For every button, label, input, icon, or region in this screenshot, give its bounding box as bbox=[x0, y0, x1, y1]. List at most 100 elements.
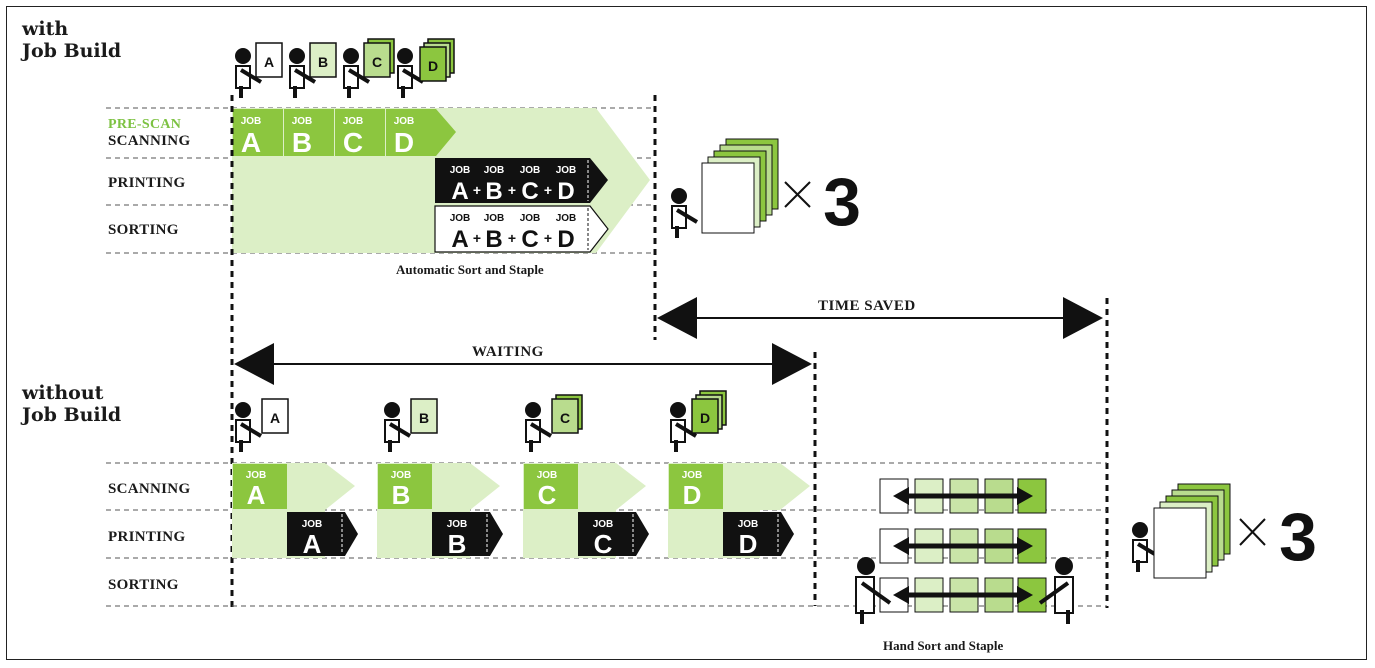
svg-text:+: + bbox=[544, 182, 552, 198]
top-sort-labels: JOB A JOB B JOB C JOB D + + + bbox=[450, 213, 577, 253]
doc-letter: B bbox=[318, 54, 328, 70]
job-word: JOB bbox=[593, 519, 614, 530]
bottom-print-labels: JOB A JOB B JOB C JOB D bbox=[302, 519, 759, 559]
bottom-scan-jobs bbox=[233, 464, 723, 509]
sort-row-2 bbox=[879, 528, 1047, 564]
operator-a: A bbox=[233, 42, 283, 100]
job-letter: D bbox=[557, 178, 574, 205]
top-scan-job-c bbox=[335, 109, 385, 156]
top-scan-job-b bbox=[284, 109, 334, 156]
job-word: JOB bbox=[246, 470, 267, 481]
scanning-label: SCANNING bbox=[108, 133, 191, 149]
job-word: JOB bbox=[537, 470, 558, 481]
svg-text:+: + bbox=[508, 230, 516, 246]
job-letter: A bbox=[303, 529, 322, 559]
job-word: JOB bbox=[241, 116, 262, 127]
doc-letter: D bbox=[428, 58, 438, 74]
job-letter: D bbox=[557, 226, 574, 253]
job-word: JOB bbox=[484, 165, 505, 176]
job-letter: C bbox=[594, 529, 613, 559]
title-line-1: with bbox=[22, 18, 69, 40]
job-letter: B bbox=[485, 178, 502, 205]
top-operators: A B C D bbox=[233, 38, 455, 100]
operator-d: D bbox=[395, 38, 455, 100]
job-letter: C bbox=[521, 226, 538, 253]
pre-scan-label: PRE-SCAN bbox=[108, 117, 182, 132]
sort-row-3 bbox=[879, 577, 1047, 613]
job-letter: D bbox=[394, 127, 414, 158]
doc-letter: C bbox=[372, 54, 382, 70]
bottom-operator-b: B bbox=[382, 398, 438, 454]
bottom-print-jobs bbox=[287, 512, 794, 556]
doc-letter: A bbox=[270, 410, 280, 426]
top-scan-job-d bbox=[386, 109, 436, 156]
bottom-operator-c: C bbox=[523, 394, 583, 454]
job-letter: B bbox=[448, 529, 467, 559]
waiting-arrow bbox=[234, 343, 812, 385]
job-word: JOB bbox=[343, 116, 364, 127]
top-print-labels: JOB A JOB B JOB C JOB D + + + bbox=[450, 165, 577, 205]
job-letter: D bbox=[683, 480, 702, 510]
bottom-operator-a: A bbox=[233, 398, 289, 454]
bottom-operators: A B C D bbox=[233, 390, 727, 454]
job-word: JOB bbox=[394, 116, 415, 127]
job-word: JOB bbox=[450, 165, 471, 176]
operator-c: C bbox=[341, 38, 395, 100]
job-word: JOB bbox=[556, 165, 577, 176]
bottom-scan-labels: JOB A JOB B JOB C JOB D bbox=[246, 470, 703, 510]
svg-text:+: + bbox=[508, 182, 516, 198]
doc-letter: C bbox=[560, 410, 570, 426]
operator-b: B bbox=[287, 42, 337, 100]
job-word: JOB bbox=[447, 519, 468, 530]
job-letter: A bbox=[451, 178, 468, 205]
sort-operator-left bbox=[855, 557, 892, 624]
diagram-frame bbox=[6, 6, 1367, 660]
sort-operator-right bbox=[1038, 557, 1074, 624]
title-line-2: Job Build bbox=[22, 40, 122, 62]
time-saved-label: TIME SAVED bbox=[818, 298, 916, 314]
job-letter: B bbox=[292, 127, 312, 158]
job-letter: A bbox=[451, 226, 468, 253]
job-word: JOB bbox=[484, 213, 505, 224]
job-letter: A bbox=[247, 480, 266, 510]
without-job-build-title: without Job Build bbox=[22, 382, 121, 426]
top-scan-labels: JOB A JOB B JOB C JOB D bbox=[241, 116, 415, 158]
job-word: JOB bbox=[738, 519, 759, 530]
time-saved-arrow bbox=[657, 297, 1103, 339]
printing-label: PRINTING bbox=[108, 175, 186, 191]
top-scan-arrowhead bbox=[436, 109, 456, 156]
scanning-label-bottom: SCANNING bbox=[108, 481, 191, 497]
doc-letter: B bbox=[419, 410, 429, 426]
job-word: JOB bbox=[391, 470, 412, 481]
hand-sort-area bbox=[855, 478, 1074, 624]
job-word: JOB bbox=[450, 213, 471, 224]
top-scan-job-a bbox=[233, 109, 283, 156]
job-word: JOB bbox=[292, 116, 313, 127]
sorting-label: SORTING bbox=[108, 222, 179, 238]
top-sort-box bbox=[434, 205, 609, 253]
with-job-build-title: with Job Build bbox=[22, 18, 121, 62]
sorting-label-bottom: SORTING bbox=[108, 577, 179, 593]
job-word: JOB bbox=[682, 470, 703, 481]
job-letter: C bbox=[343, 127, 363, 158]
job-letter: A bbox=[241, 127, 261, 158]
job-letter: C bbox=[538, 480, 557, 510]
top-output-stack: 3 bbox=[669, 138, 861, 240]
bottom-output-stack: 3 bbox=[1130, 483, 1317, 579]
job-word: JOB bbox=[302, 519, 323, 530]
bottom-print-dashes bbox=[341, 514, 779, 554]
job-letter: B bbox=[392, 480, 411, 510]
bottom-multiplier: 3 bbox=[1279, 499, 1317, 575]
printing-label-bottom: PRINTING bbox=[108, 529, 186, 545]
sort-row-1 bbox=[879, 478, 1047, 514]
auto-sort-caption: Automatic Sort and Staple bbox=[396, 262, 544, 277]
doc-letter: A bbox=[264, 54, 274, 70]
title-line-2: Job Build bbox=[22, 404, 122, 426]
job-word: JOB bbox=[520, 165, 541, 176]
job-word: JOB bbox=[556, 213, 577, 224]
svg-text:+: + bbox=[473, 230, 481, 246]
top-scan-jobs bbox=[233, 109, 456, 156]
job-letter: C bbox=[521, 178, 538, 205]
hand-sort-caption: Hand Sort and Staple bbox=[883, 638, 1004, 653]
